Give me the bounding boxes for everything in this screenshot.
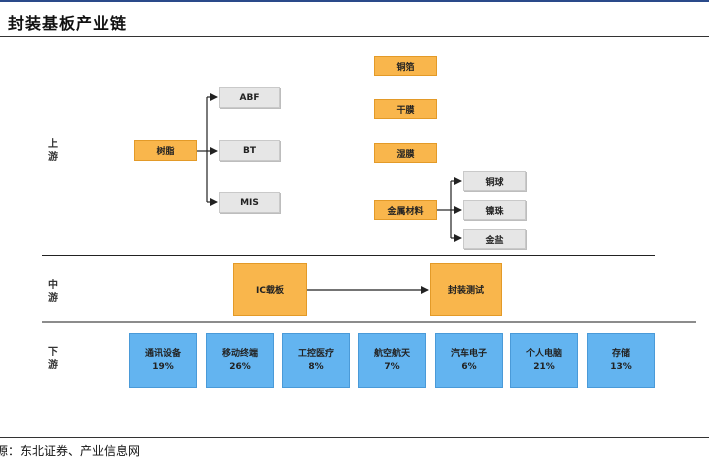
ic-substrate-box: IC载板 (233, 263, 307, 316)
downstream-item: 存储 13% (587, 333, 655, 388)
header-top-rule (0, 0, 709, 2)
resin-type-abf: ABF (219, 87, 280, 108)
downstream-item-share: 19% (152, 361, 174, 372)
metal-material-box: 金属材料 (374, 200, 437, 220)
downstream-item-name: 个人电脑 (525, 348, 562, 359)
metal-type-gold-salt: 金盐 (463, 229, 526, 249)
material-dry-film: 干膜 (374, 99, 437, 119)
page-title: 封装基板产业链 (8, 14, 128, 33)
resin-type-bt: BT (219, 140, 280, 161)
upstream-midstream-divider (42, 255, 655, 256)
resin-type-mis: MIS (219, 192, 280, 213)
metal-type-nickel-bead: 镍珠 (463, 200, 526, 220)
downstream-item: 移动终端 26% (206, 333, 274, 388)
downstream-item: 个人电脑 21% (510, 333, 578, 388)
downstream-item: 汽车电子 6% (435, 333, 503, 388)
stage-label-downstream: 下游 (48, 347, 58, 371)
midstream-downstream-divider (42, 321, 696, 323)
title-divider (0, 36, 709, 37)
downstream-item-name: 存储 (611, 348, 630, 359)
resin-box: 树脂 (134, 140, 197, 161)
downstream-item-share: 21% (533, 361, 555, 372)
packaging-test-box: 封装测试 (430, 263, 502, 316)
downstream-item: 航空航天 7% (358, 333, 426, 388)
downstream-item-name: 工控医疗 (297, 348, 334, 359)
downstream-item-name: 汽车电子 (450, 348, 487, 359)
downstream-item-share: 8% (308, 361, 324, 372)
downstream-item-name: 航空航天 (373, 348, 410, 359)
downstream-item-share: 6% (461, 361, 477, 372)
downstream-item-share: 26% (229, 361, 251, 372)
downstream-item: 通讯设备 19% (129, 333, 197, 388)
downstream-item: 工控医疗 8% (282, 333, 350, 388)
stage-label-upstream: 上游 (48, 139, 58, 163)
stage-label-midstream: 中游 (48, 280, 58, 304)
source-note: 源：东北证券、产业信息网 (0, 444, 141, 458)
material-wet-film: 湿膜 (374, 143, 437, 163)
downstream-item-name: 移动终端 (221, 348, 258, 359)
metal-type-copper-ball: 铜球 (463, 171, 526, 191)
downstream-item-name: 通讯设备 (144, 348, 181, 359)
footer-divider (0, 437, 709, 438)
downstream-item-share: 13% (610, 361, 632, 372)
downstream-item-share: 7% (384, 361, 400, 372)
material-copper-foil: 铜箔 (374, 56, 437, 76)
